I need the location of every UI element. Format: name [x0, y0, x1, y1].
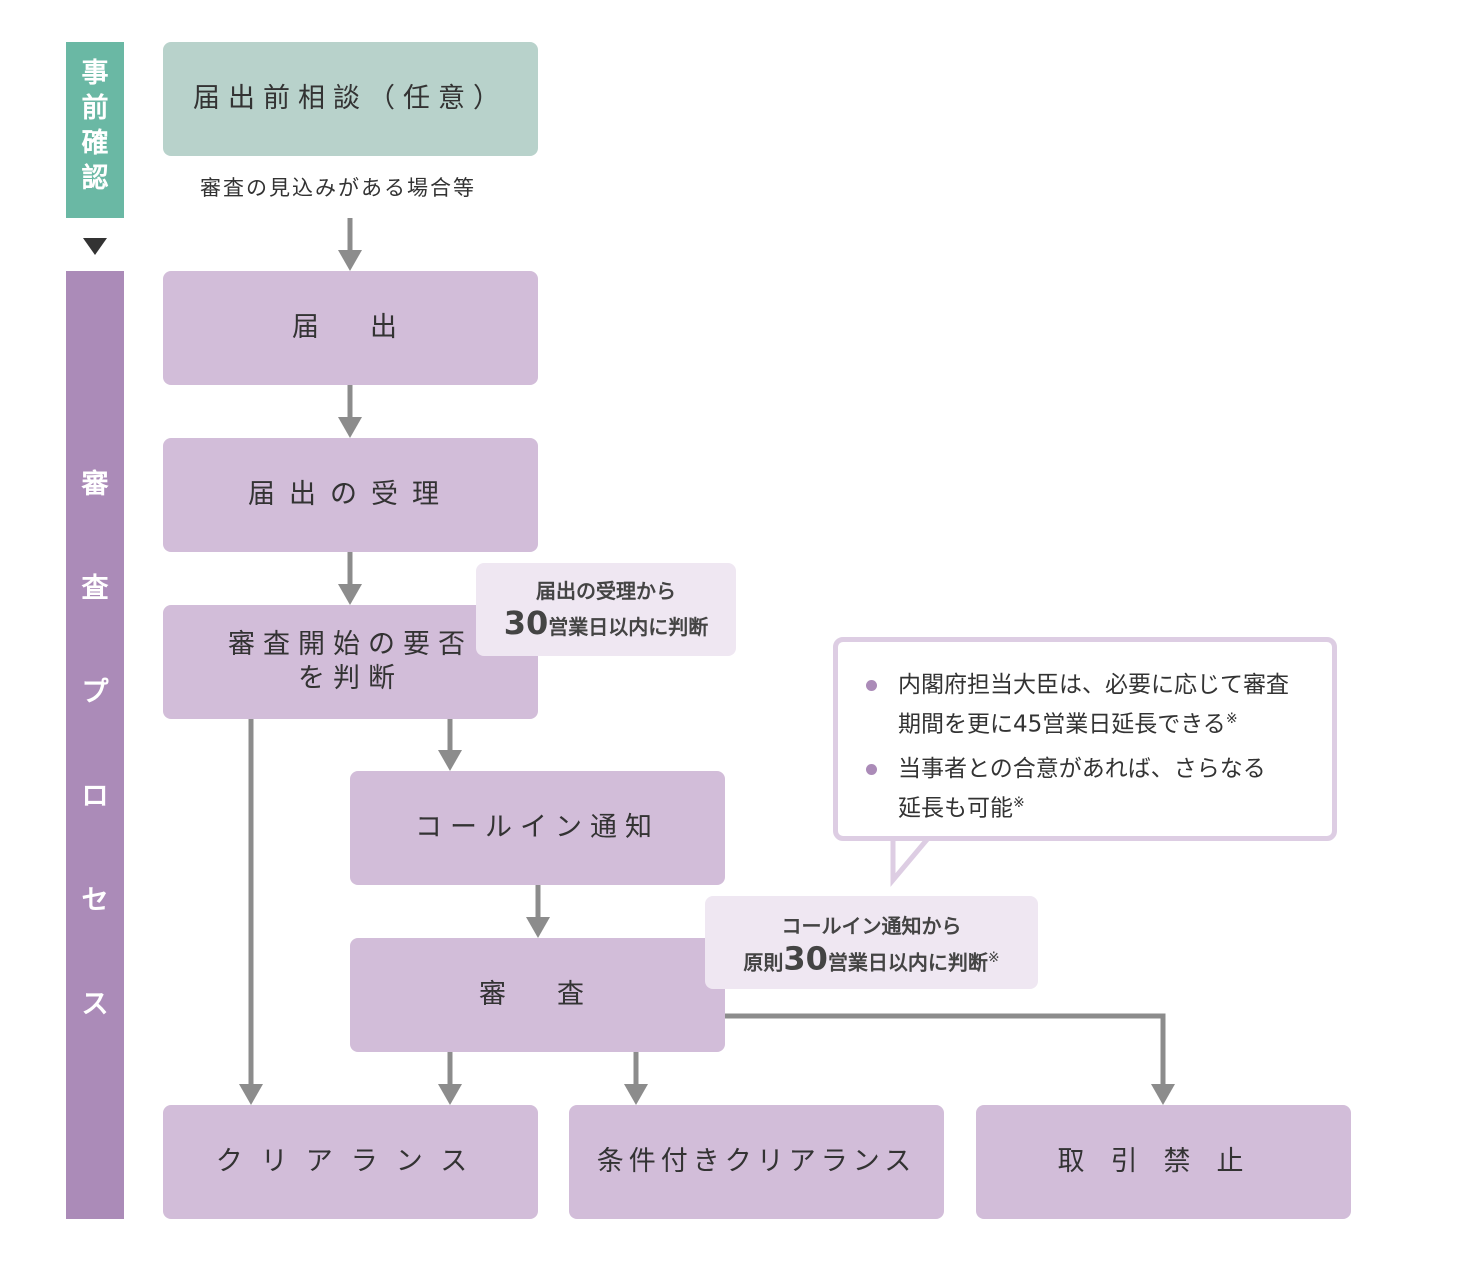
step-label: 届 出	[292, 312, 409, 343]
bubble-line: 当事者との合意があれば、さらなる	[898, 755, 1266, 782]
arrowhead	[1151, 1084, 1175, 1105]
step-label: 審 査	[479, 979, 596, 1010]
step-label: 届出前相談（任意）	[193, 83, 508, 114]
footnote-mark: ※	[1013, 794, 1025, 811]
callout-line: 届出の受理から	[536, 579, 676, 603]
callout-text: 営業日以内に判断	[548, 615, 709, 639]
phase-label-text: 審査プロセス	[81, 469, 109, 1020]
bullet-dot-icon	[866, 763, 877, 775]
arrowhead	[239, 1084, 263, 1105]
step-call-in-notice: コールイン通知	[350, 771, 725, 885]
arrowhead	[338, 250, 362, 271]
outcome-label: 条件付きクリアランス	[596, 1146, 917, 1177]
step-filing: 届 出	[163, 271, 538, 385]
bubble-list-item: 内閣府担当大臣は、必要に応じて審査 期間を更に45営業日延長できる※	[866, 668, 1312, 742]
step-review: 審 査	[350, 938, 725, 1052]
outcome-clearance: クリアランス	[163, 1105, 538, 1219]
step-label: コールイン通知	[415, 812, 660, 843]
extension-notes-bubble: 内閣府担当大臣は、必要に応じて審査 期間を更に45営業日延長できる※ 当事者との…	[833, 637, 1337, 841]
footnote-mark: ※	[1225, 711, 1238, 727]
callout-line: コールイン通知から	[781, 914, 962, 938]
outcome-conditional-clearance: 条件付きクリアランス	[569, 1105, 944, 1219]
phase-label-pre-check: 事前確認	[66, 42, 124, 218]
callout-number: 30	[503, 604, 549, 642]
outcome-label: 取引禁止	[1057, 1146, 1270, 1177]
step-label: 届出の受理	[248, 479, 453, 510]
callout-line: 原則30営業日以内に判断※	[705, 942, 1038, 979]
outcome-label: クリアランス	[215, 1146, 486, 1177]
step-acceptance: 届出の受理	[163, 438, 538, 552]
arrowhead	[338, 584, 362, 605]
arrowhead	[624, 1084, 648, 1105]
callout-text: 原則	[743, 950, 784, 975]
step-label-line1: 審査開始の要否	[228, 629, 473, 660]
bullet-dot-icon	[866, 680, 877, 691]
step-note: 審査の見込みがある場合等	[200, 176, 476, 200]
bubble-text: 延長も可能	[898, 795, 1013, 822]
bubble-list-item: 当事者との合意があれば、さらなる 延長も可能※	[866, 752, 1312, 826]
step-pre-consultation: 届出前相談（任意）	[163, 42, 538, 156]
outcome-transaction-prohibited: 取引禁止	[976, 1105, 1351, 1219]
arrowhead	[338, 417, 362, 438]
callout-number: 30	[783, 939, 828, 978]
bubble-tail	[890, 833, 936, 887]
callout-review-deadline: コールイン通知から 原則30営業日以内に判断※	[705, 896, 1038, 989]
callout-acceptance-deadline: 届出の受理から 30営業日以内に判断	[476, 563, 736, 656]
down-triangle-icon	[83, 238, 107, 255]
bubble-line: 期間を更に45営業日延長できる※	[898, 702, 1312, 742]
callout-line: 30営業日以内に判断	[476, 607, 736, 643]
phase-label-review-process: 審査プロセス	[66, 271, 124, 1219]
bubble-text: 期間を更に45営業日延長できる	[898, 711, 1226, 738]
arrowhead	[438, 750, 462, 771]
bubble-line: 内閣府担当大臣は、必要に応じて審査	[898, 672, 1289, 698]
arrow-review-to-prohibit	[725, 1013, 1166, 1086]
step-decide-review: 審査開始の要否 を判断	[163, 605, 538, 719]
bubble-line: 延長も可能※	[898, 786, 1312, 826]
footnote-mark: ※	[987, 950, 1000, 966]
callout-text: 営業日以内に判断	[827, 950, 988, 975]
arrowhead	[526, 917, 550, 938]
phase-label-text: 事前確認	[81, 58, 109, 194]
step-label-line2: を判断	[298, 663, 403, 694]
arrowhead	[438, 1084, 462, 1105]
